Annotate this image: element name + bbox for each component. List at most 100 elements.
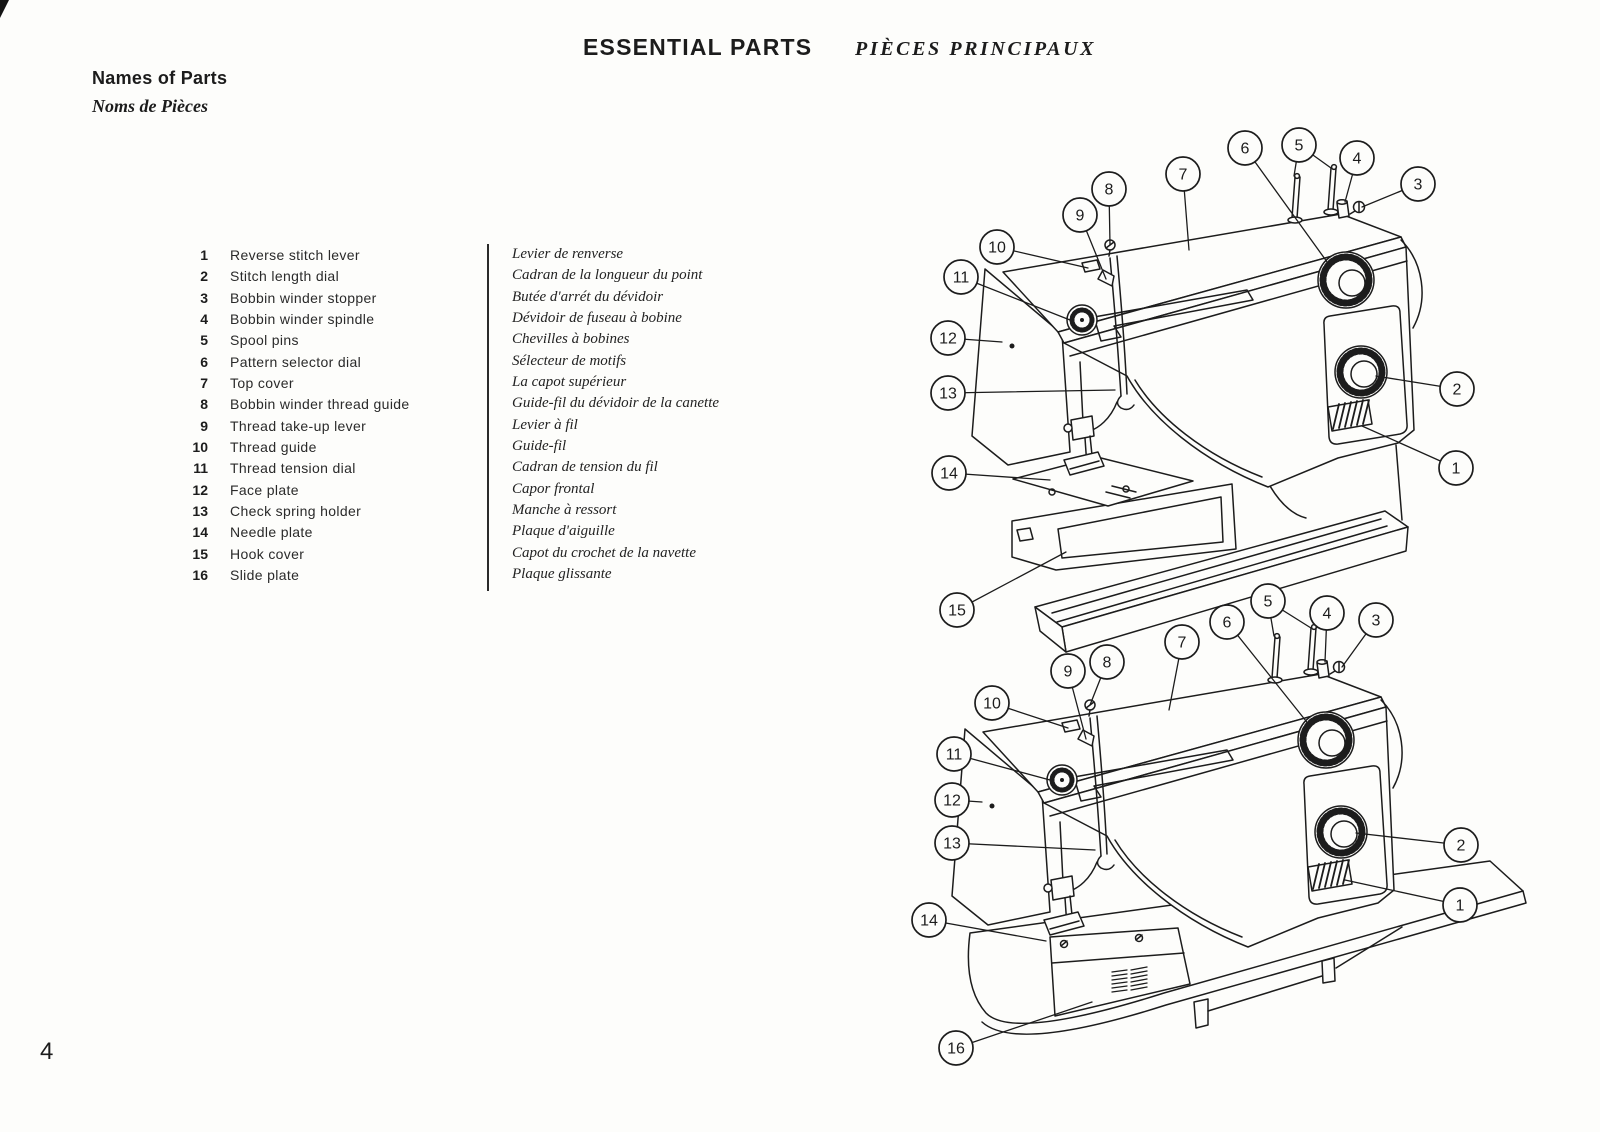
- callout-number-13: 13: [939, 386, 957, 403]
- callout-circle-3: [1401, 167, 1435, 201]
- slide-plate: [1052, 953, 1184, 963]
- callout-number-15: 15: [948, 603, 966, 620]
- callout-circle-1: [1439, 451, 1473, 485]
- section-title-english: Names of Parts: [92, 68, 228, 88]
- callout-circle-15: [940, 593, 974, 627]
- part-name-english: Bobbin winder stopper: [230, 289, 377, 306]
- part-name-french: Levier de renverse: [512, 246, 624, 262]
- callout-circle-2: [1440, 372, 1474, 406]
- part-number: 14: [192, 524, 208, 541]
- callout-circle-4: [1310, 596, 1344, 630]
- page-number: 4: [40, 1038, 54, 1065]
- callout-circle-16: [939, 1031, 973, 1065]
- slide-plate-area: [1050, 928, 1190, 1016]
- part-name-french: Levier à fil: [512, 416, 578, 433]
- part-name-english: Face plate: [230, 481, 299, 498]
- callout-circle-10: [975, 686, 1009, 720]
- callout-circle-8: [1092, 172, 1126, 206]
- callout-circle-7: [1166, 157, 1200, 191]
- callout-number-2: 2: [1453, 382, 1462, 399]
- callout-number-11: 11: [953, 270, 970, 287]
- callout-circle-4: [1340, 141, 1374, 175]
- part-number: 5: [200, 332, 208, 349]
- part-name-english: Reverse stitch lever: [230, 247, 360, 263]
- callout-number-1: 1: [1452, 461, 1461, 478]
- callout-circle-5: [1251, 584, 1285, 618]
- column-divider-line: [487, 244, 489, 591]
- callout-number-16: 16: [947, 1041, 965, 1058]
- part-name-english: Check spring holder: [230, 503, 362, 520]
- part-number: 12: [192, 481, 208, 498]
- callout-circle-7: [1165, 625, 1199, 659]
- parts-list-row: 16 Slide plate: [186, 565, 410, 586]
- callout-number-12: 12: [939, 331, 957, 348]
- callout-number-7: 7: [1179, 167, 1188, 184]
- part-name-english: Hook cover: [230, 545, 305, 562]
- part-name-french: Manche à ressort: [512, 502, 617, 519]
- part-name-french: Capor frontal: [512, 480, 595, 497]
- section-title-french: Noms de Pièces: [92, 96, 208, 116]
- callout-leader-1: [1345, 880, 1460, 905]
- callout-number-12: 12: [943, 793, 961, 810]
- page-title-french: PIÈCES PRINCIPAUX: [855, 38, 1097, 60]
- callout-circle-13: [935, 826, 969, 860]
- callout-number-11: 11: [946, 747, 963, 764]
- callout-number-9: 9: [1076, 208, 1085, 225]
- callout-circle-10: [980, 230, 1014, 264]
- callout-circle-14: [912, 903, 946, 937]
- part-name-french: Cadran de la longueur du point: [512, 267, 703, 284]
- callout-number-2: 2: [1457, 838, 1466, 855]
- callout-circle-2: [1444, 828, 1478, 862]
- part-name-french: Guide-fil du dévidoir de la canette: [512, 395, 720, 412]
- part-number: 10: [192, 439, 208, 456]
- callout-leader-16: [956, 1002, 1092, 1048]
- part-name-french: Dévidoir de fuseau à bobine: [512, 310, 682, 327]
- part-number: 2: [200, 268, 208, 285]
- part-number: 16: [192, 567, 208, 584]
- part-number: 4: [200, 311, 208, 328]
- part-number: 9: [200, 417, 208, 434]
- hook-cover: [1012, 484, 1236, 570]
- part-name-english: Thread tension dial: [230, 460, 356, 477]
- page-title-english: ESSENTIAL PARTS: [583, 34, 813, 60]
- callout-circle-3: [1359, 603, 1393, 637]
- callout-circle-12: [935, 783, 969, 817]
- part-name-french: Cadran de tension du fil: [512, 459, 658, 476]
- callout-number-6: 6: [1241, 141, 1250, 158]
- part-name-french: Butée d'arrét du dévidoir: [512, 288, 664, 305]
- callout-number-6: 6: [1223, 615, 1232, 632]
- part-name-french: La capot supérieur: [512, 374, 627, 391]
- callout-number-3: 3: [1414, 177, 1423, 194]
- callout-number-4: 4: [1353, 151, 1362, 168]
- callout-number-5: 5: [1295, 138, 1304, 155]
- callout-leader-15: [957, 552, 1066, 610]
- callout-leader-14: [929, 920, 1046, 941]
- part-number: 15: [192, 545, 208, 562]
- callout-circle-5: [1282, 128, 1316, 162]
- callout-circle-6: [1228, 131, 1262, 165]
- callout-leader-6: [1227, 622, 1310, 726]
- callout-circle-14: [932, 456, 966, 490]
- callout-circle-9: [1063, 198, 1097, 232]
- part-name-english: Bobbin winder thread guide: [230, 396, 410, 413]
- parts-list-row: 12 Face plate: [186, 480, 410, 501]
- part-name-french: Sélecteur de motifs: [512, 352, 627, 369]
- callout-circle-11: [937, 737, 971, 771]
- callout-number-10: 10: [983, 696, 1001, 713]
- free-arm-lower-art: [1012, 445, 1408, 652]
- callout-number-8: 8: [1103, 655, 1112, 672]
- callout-circle-6: [1210, 605, 1244, 639]
- callout-leader-13: [952, 843, 1095, 850]
- callout-leader-6: [1245, 148, 1330, 266]
- part-name-english: Slide plate: [230, 567, 300, 584]
